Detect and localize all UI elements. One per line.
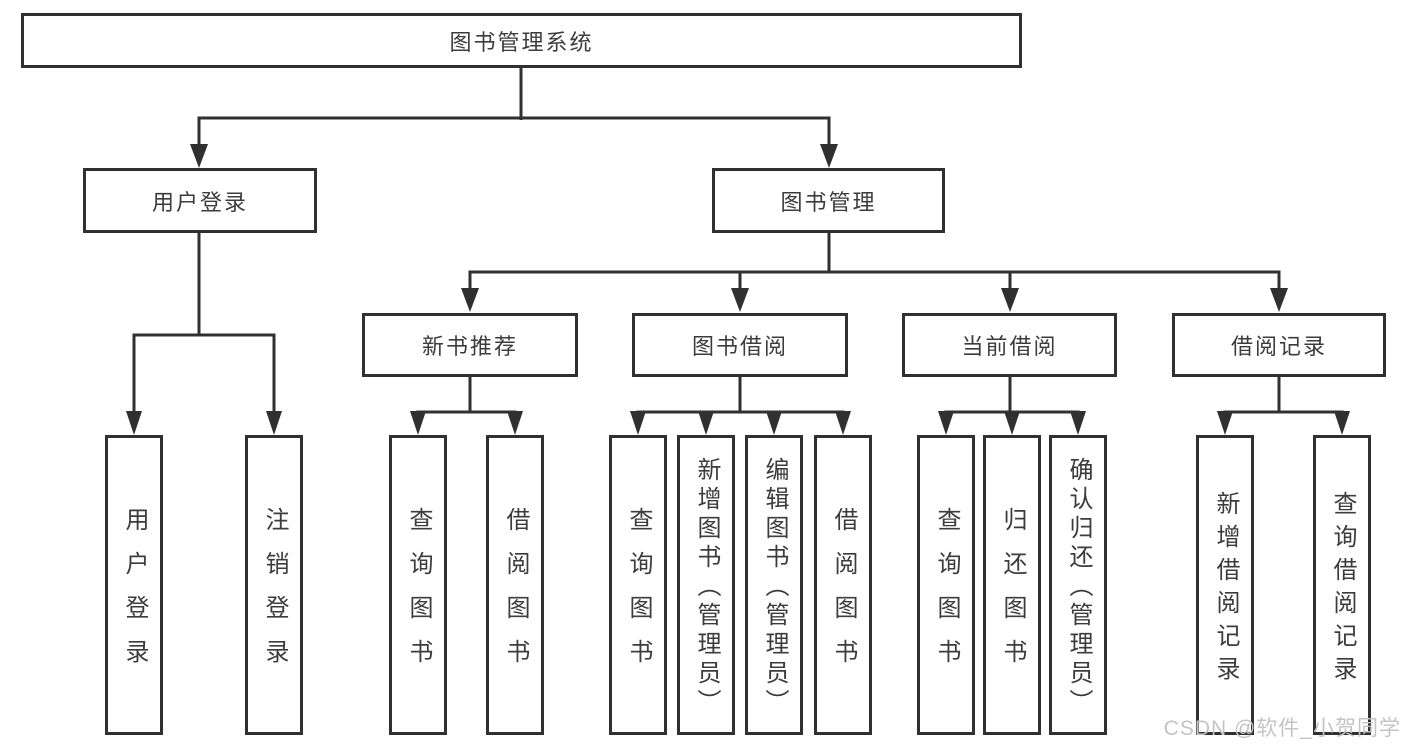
- leaf-query-books-recommend: 查询图书: [389, 435, 447, 735]
- node-book-borrow: 图书借阅: [632, 313, 848, 377]
- leaf-logout: 注销登录: [245, 435, 303, 735]
- arrowhead-icons: [126, 144, 1350, 435]
- leaf-add-borrow-record: 新增借阅记录: [1196, 435, 1254, 735]
- leaf-return-book: 归还图书: [983, 435, 1041, 735]
- node-new-book-recommend: 新书推荐: [362, 313, 578, 377]
- leaf-confirm-return-admin: 确认归还（管理员）: [1049, 435, 1107, 735]
- leaf-edit-book-admin: 编辑图书（管理员）: [745, 435, 803, 735]
- node-borrow-records: 借阅记录: [1172, 313, 1386, 377]
- leaf-borrow-books-borrow: 借阅图书: [814, 435, 872, 735]
- node-current-borrow: 当前借阅: [902, 313, 1117, 377]
- leaf-borrow-books-recommend: 借阅图书: [486, 435, 544, 735]
- leaf-query-books-current: 查询图书: [917, 435, 975, 735]
- leaf-user-login: 用户登录: [105, 435, 163, 735]
- node-library-system: 图书管理系统: [21, 13, 1022, 68]
- node-book-management: 图书管理: [712, 168, 945, 233]
- csdn-watermark: CSDN @软件_小贺同学: [1163, 717, 1401, 740]
- leaf-query-borrow-record: 查询借阅记录: [1313, 435, 1371, 735]
- node-user-login: 用户登录: [83, 168, 317, 233]
- leaf-add-book-admin: 新增图书（管理员）: [677, 435, 735, 735]
- leaf-query-books-borrow: 查询图书: [609, 435, 667, 735]
